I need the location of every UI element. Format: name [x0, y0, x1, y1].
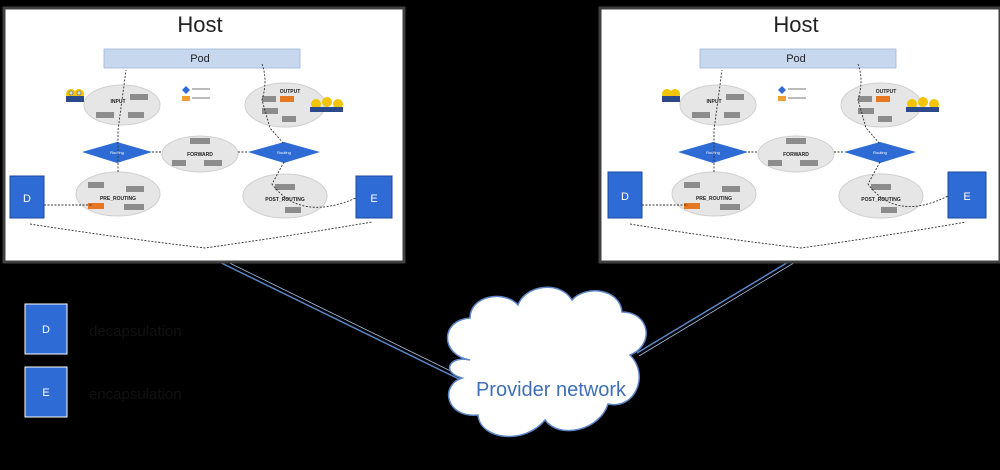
input-tag-mangle [692, 112, 710, 118]
input-tag-filter [128, 112, 144, 118]
routing-left-label: Routing [706, 150, 720, 155]
routing-diamond-right [248, 142, 320, 163]
pre-tag-mangle [722, 186, 740, 192]
minion-icon [66, 89, 84, 102]
packet-icon [182, 86, 210, 101]
encap-box [947, 171, 987, 219]
provider-network-cloud: Provider network [446, 286, 647, 438]
legend-decap-box [24, 303, 68, 355]
input-chain-label: INPUT [111, 99, 126, 105]
input-chain-cloud [83, 84, 161, 126]
encap-box [355, 175, 393, 219]
pre-tag-mangle2 [720, 204, 740, 210]
packet-flow-paths [629, 63, 967, 249]
input-tag-filter [724, 112, 740, 118]
legend-decap-box-label: D [42, 324, 50, 336]
link-host1-cloud-shadow [206, 251, 468, 380]
pod-bar [103, 48, 301, 69]
pod-label: Pod [190, 53, 210, 65]
decap-box-label: D [621, 191, 629, 203]
routing-right-label: Routing [277, 150, 291, 155]
network-links [204, 251, 803, 383]
forward-tag-filter [768, 160, 782, 166]
decap-box [9, 175, 45, 219]
legend-encap-box-label: E [42, 387, 49, 399]
pod-bar [699, 48, 897, 69]
output-tag-nat [876, 96, 890, 102]
forward-chain-label: FORWARD [187, 152, 213, 158]
output-tag-nat [280, 96, 294, 102]
pre-routing-chain-label: PRE_ROUTING [100, 196, 136, 202]
packet-flow-paths [29, 63, 373, 249]
legend-encap-text: encapsulation [89, 386, 182, 403]
post-routing-chain-cloud [242, 173, 328, 219]
routing-diamond-left [82, 142, 152, 163]
post-tag-mangle [871, 184, 891, 190]
minion-icon [662, 89, 680, 102]
host-title: Host [773, 12, 818, 37]
output-tag-mangle [858, 108, 874, 114]
output-chain-label: OUTPUT [876, 89, 897, 95]
forward-tag-security [800, 160, 818, 166]
legend-decap-text: decapsulation [89, 323, 182, 340]
output-tag-filter [282, 116, 296, 122]
pre-tag-raw [684, 182, 700, 188]
routing-diamond-right [844, 142, 916, 163]
link-host2-cloud-shadow [638, 257, 803, 357]
pod-label: Pod [786, 53, 806, 65]
host-title: Host [177, 12, 222, 37]
pre-tag-raw [88, 182, 104, 188]
pre-routing-chain-cloud [75, 171, 161, 217]
link-host1-cloud [204, 254, 466, 383]
post-routing-chain-label: POST_ROUTING [861, 197, 901, 203]
pre-routing-chain-label: PRE_ROUTING [696, 196, 732, 202]
output-chain-label: OUTPUT [280, 89, 301, 95]
encap-box-label: E [963, 191, 970, 203]
post-routing-chain-label: POST_ROUTING [265, 197, 305, 203]
output-tag-raw [262, 96, 276, 102]
host-1: Host Pod INPUT OUTPUT [2, 6, 406, 264]
forward-tag-mangle [786, 138, 806, 144]
host-2: Host Pod INPUT OUTPUT Routing [598, 6, 1000, 264]
host-frame [2, 6, 406, 264]
packet-icon [778, 86, 806, 101]
link-host2-cloud [636, 254, 801, 354]
pre-tag-nat [684, 203, 700, 209]
cloud-label: Provider network [476, 379, 627, 401]
cloud-shape [446, 286, 647, 438]
legend: D decapsulation E encapsulation [24, 303, 182, 418]
input-tag-mangle [96, 112, 114, 118]
input-chain-cloud [679, 84, 757, 126]
input-tag-security [130, 94, 148, 100]
output-tag-filter [878, 116, 892, 122]
host-frame [598, 6, 1000, 264]
input-chain-label: INPUT [707, 99, 722, 105]
post-tag-mangle [275, 184, 295, 190]
pre-tag-mangle2 [124, 204, 144, 210]
encap-box-label: E [370, 193, 377, 205]
forward-tag-security [204, 160, 222, 166]
output-tag-mangle [262, 108, 278, 114]
decap-box-label: D [23, 193, 31, 205]
post-tag-nat [285, 207, 301, 213]
routing-right-label: Routing [873, 150, 887, 155]
output-tag-raw [858, 96, 872, 102]
forward-chain-label: FORWARD [783, 152, 809, 158]
routing-diamond-left [678, 142, 748, 163]
pre-tag-nat [88, 203, 104, 209]
post-tag-nat [881, 207, 897, 213]
input-tag-security [726, 94, 744, 100]
minion-icon [310, 97, 343, 112]
minion-icon [906, 97, 939, 112]
forward-tag-mangle [190, 138, 210, 144]
legend-encap-box [24, 366, 68, 418]
pre-routing-chain-cloud [671, 171, 757, 217]
routing-left-label: Routing [110, 150, 124, 155]
decap-box [607, 171, 643, 219]
forward-tag-filter [172, 160, 186, 166]
post-routing-chain-cloud [838, 173, 924, 219]
pre-tag-mangle [126, 186, 144, 192]
